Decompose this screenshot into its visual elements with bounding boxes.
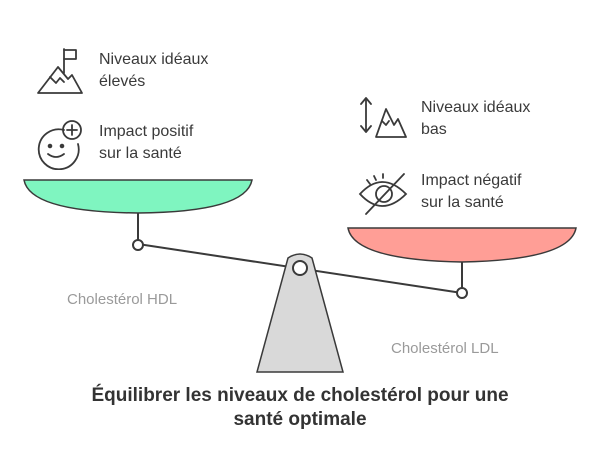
ldl-caption: Cholestérol LDL [391, 340, 499, 357]
right-pivot [456, 287, 468, 299]
left-item-2-text: Impact positif sur la santé [99, 121, 193, 165]
left-item-2-line1: Impact positif [99, 123, 194, 140]
right-pan [347, 227, 577, 263]
right-item-1-line1: Niveaux idéaux [421, 99, 531, 116]
title-line2: santé optimale [233, 409, 367, 430]
right-item-2-line2: sur la santé [421, 194, 504, 211]
left-pivot [132, 239, 144, 251]
left-pan [23, 179, 253, 214]
right-item-2-line1: Impact négatif [421, 172, 522, 189]
left-item-1-text: Niveaux idéaux élevés [99, 49, 208, 93]
left-item-2-line2: sur la santé [99, 145, 182, 162]
fulcrum [256, 253, 344, 373]
mountain-flag-icon [37, 48, 83, 94]
fulcrum-pivot [292, 260, 308, 276]
right-item-1-text: Niveaux idéaux bas [421, 97, 530, 141]
left-item-1-line2: élevés [99, 73, 146, 90]
mountains-arrow-icon [360, 97, 407, 138]
eye-slash-icon [358, 173, 408, 215]
smiley-plus-icon [37, 120, 82, 170]
right-item-2-text: Impact négatif sur la santé [421, 170, 522, 214]
left-item-1-line1: Niveaux idéaux [99, 51, 209, 68]
right-item-1-line2: bas [421, 121, 447, 138]
title-line1: Équilibrer les niveaux de cholestérol po… [91, 385, 509, 406]
hdl-caption: Cholestérol HDL [67, 291, 178, 308]
page-title: Équilibrer les niveaux de cholestérol po… [0, 384, 600, 432]
